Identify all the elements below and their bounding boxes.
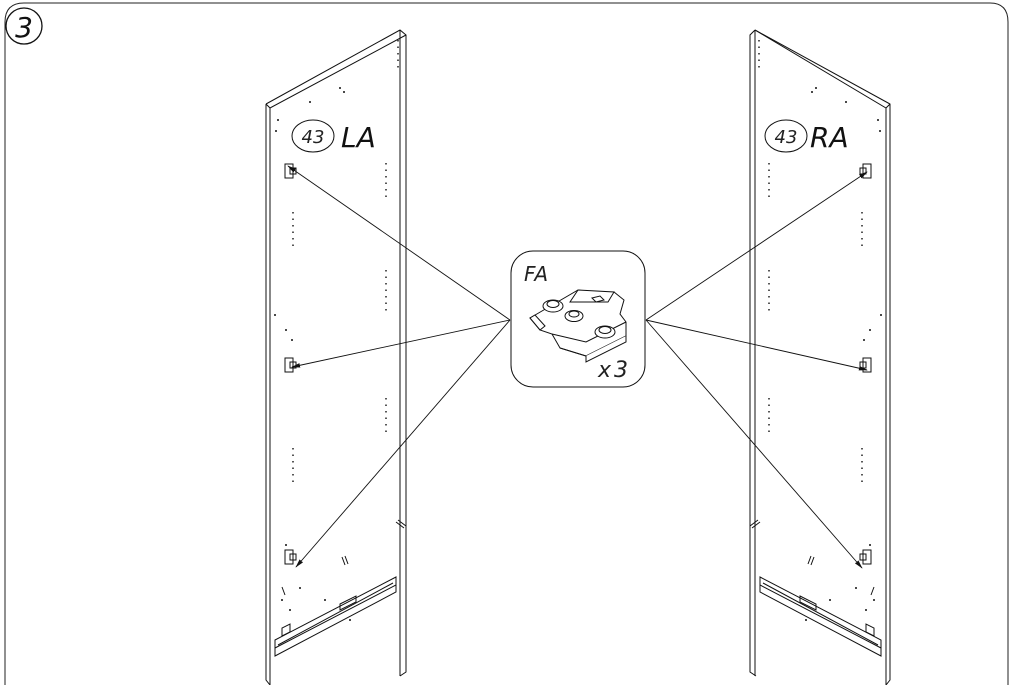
- hinge-mounting-plate-icon: [529, 289, 627, 363]
- arrow-right-bottom: [645, 319, 863, 569]
- hardware-callout: FA x3: [510, 250, 646, 388]
- hardware-code: FA: [524, 262, 548, 286]
- left-part-number: 43: [302, 127, 325, 148]
- right-side-panel: [749, 29, 891, 685]
- right-part-code: RA: [810, 121, 849, 154]
- right-part-label: 43 RA: [764, 119, 849, 154]
- right-drawer-runner: [759, 576, 882, 657]
- hardware-quantity: x3: [597, 358, 631, 383]
- arrow-left-mid: [291, 319, 511, 368]
- right-part-number: 43: [775, 127, 798, 148]
- right-hinge-bottom: [859, 549, 872, 565]
- step-frame: [4, 2, 1009, 685]
- arrow-left-top: [287, 165, 511, 321]
- arrow-right-mid: [645, 319, 868, 371]
- left-hinge-bottom: [284, 549, 297, 565]
- arrow-right-top: [645, 171, 868, 321]
- left-hinge-top: [284, 163, 297, 179]
- left-drawer-runner: [274, 576, 397, 657]
- left-side-panel: [265, 29, 407, 685]
- left-dowels: [281, 519, 407, 596]
- left-hinge-mid: [284, 357, 297, 373]
- assembly-arrows: [287, 165, 868, 569]
- right-dowels: [749, 519, 875, 596]
- step-badge: 3: [5, 7, 43, 45]
- step-number: 3: [15, 11, 33, 44]
- arrow-left-bottom: [295, 319, 511, 568]
- left-part-code: LA: [341, 121, 376, 154]
- left-part-label: 43 LA: [291, 119, 376, 154]
